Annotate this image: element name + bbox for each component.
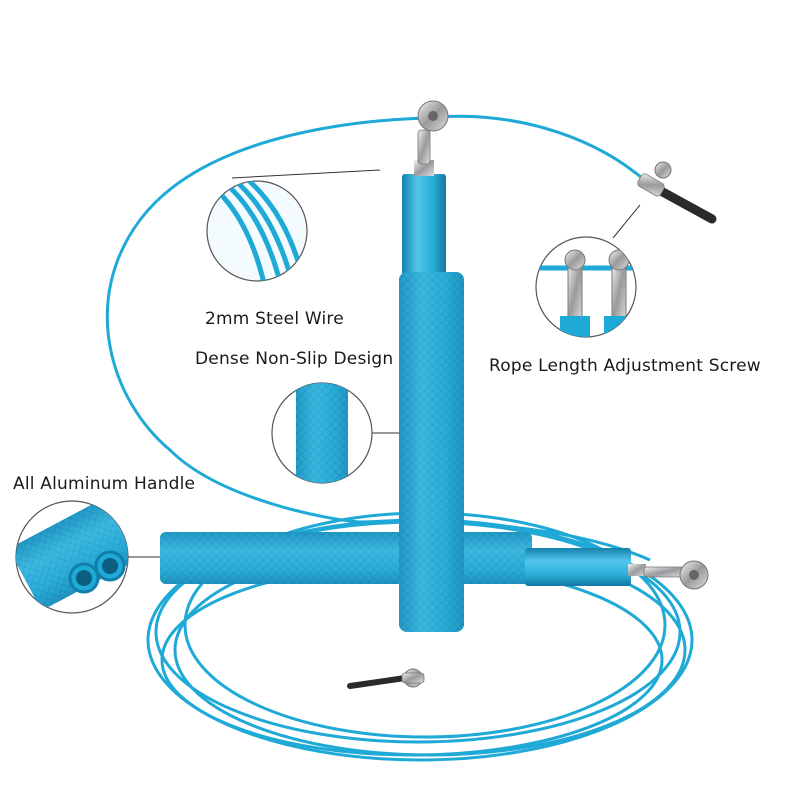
callout-leaders [128, 169, 641, 558]
rope-end-bottom [347, 668, 425, 689]
callout-adjustment-screw [535, 236, 637, 338]
callout-non-slip [271, 382, 373, 484]
aluminum-handle-label: All Aluminum Handle [13, 474, 196, 494]
rope-upper-loop [105, 114, 652, 524]
callout-steel-wire [206, 180, 308, 282]
steel-wire-label: 2mm Steel Wire [205, 309, 344, 329]
callout-aluminum-handle [15, 500, 129, 614]
rope-end-top [637, 161, 717, 224]
non-slip-label: Dense Non-Slip Design [195, 349, 394, 369]
vertical-handle [399, 100, 464, 632]
adjustment-screw-label: Rope Length Adjustment Screw [489, 356, 761, 376]
